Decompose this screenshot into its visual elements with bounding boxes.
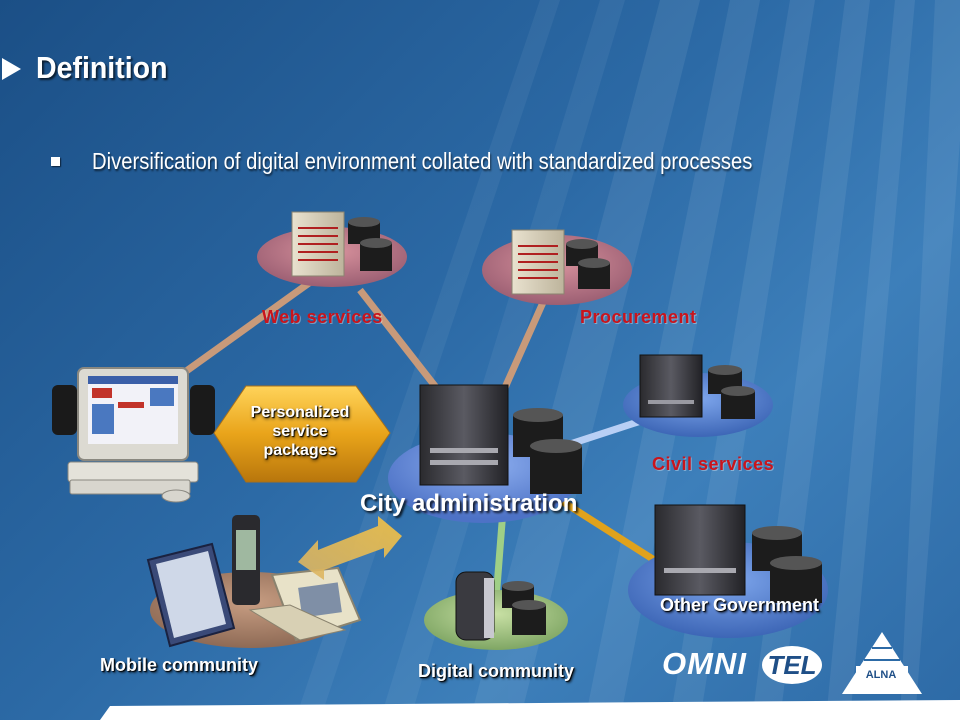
city-disk-icon (513, 408, 582, 494)
mobile-to-city-arrow (298, 516, 402, 580)
digital-disk-icon (502, 581, 546, 635)
link-digital-city (492, 509, 507, 601)
link-other-city (558, 497, 672, 573)
omnitel-logo-tel-badge: TEL (762, 646, 822, 684)
omnitel-logo-tel: TEL (767, 650, 817, 680)
digital-community-platform (424, 590, 568, 650)
civil-server-icon (639, 354, 703, 418)
page-title: Definition (36, 50, 168, 85)
city-administration-node (388, 384, 582, 523)
other-government-label: Other Government (660, 595, 820, 615)
web-services-label: Web services (262, 307, 383, 327)
digital-community-label: Digital community (418, 661, 575, 681)
digital-community-node (424, 571, 568, 650)
other-server-icon (654, 504, 746, 596)
keyboard-icon (67, 461, 199, 483)
link-pc-web (175, 265, 333, 380)
procurement-disk-icon (566, 239, 610, 289)
city-server-icon (419, 384, 509, 486)
tablet-icon (146, 542, 236, 648)
personalized-packages-label: Personalized service packages (250, 404, 350, 459)
right-speaker-icon (190, 385, 215, 435)
mouse-icon (161, 489, 191, 503)
left-speaker-icon (52, 385, 77, 435)
personalized-packages-arrow (213, 385, 391, 483)
other-disk-icon (752, 526, 822, 603)
other-government-node (628, 504, 828, 638)
alna-logo-text: ALNA (865, 669, 897, 681)
mobile-community-node (146, 515, 362, 648)
civil-services-node (623, 354, 773, 437)
web-services-node (257, 211, 407, 287)
city-administration-label: City administration (360, 490, 578, 517)
procurement-label: Procurement (580, 307, 697, 327)
link-web-city (357, 287, 445, 398)
procurement-node (482, 229, 632, 305)
bullet-text: Diversification of digital environment c… (92, 148, 753, 174)
desktop-pc-icon (52, 367, 215, 503)
alna-logo-icon (842, 632, 922, 694)
omnitel-logo-omni: OMNI (662, 646, 747, 681)
title-arrow-icon (2, 58, 21, 80)
civil-services-label: Civil services (652, 454, 775, 474)
web-disk-icon (348, 217, 392, 271)
mobile-community-label: Mobile community (100, 655, 259, 675)
phone-icon (232, 515, 260, 605)
bottom-band (100, 700, 960, 720)
bullet-icon (51, 157, 60, 166)
civil-disk-icon (708, 365, 755, 419)
